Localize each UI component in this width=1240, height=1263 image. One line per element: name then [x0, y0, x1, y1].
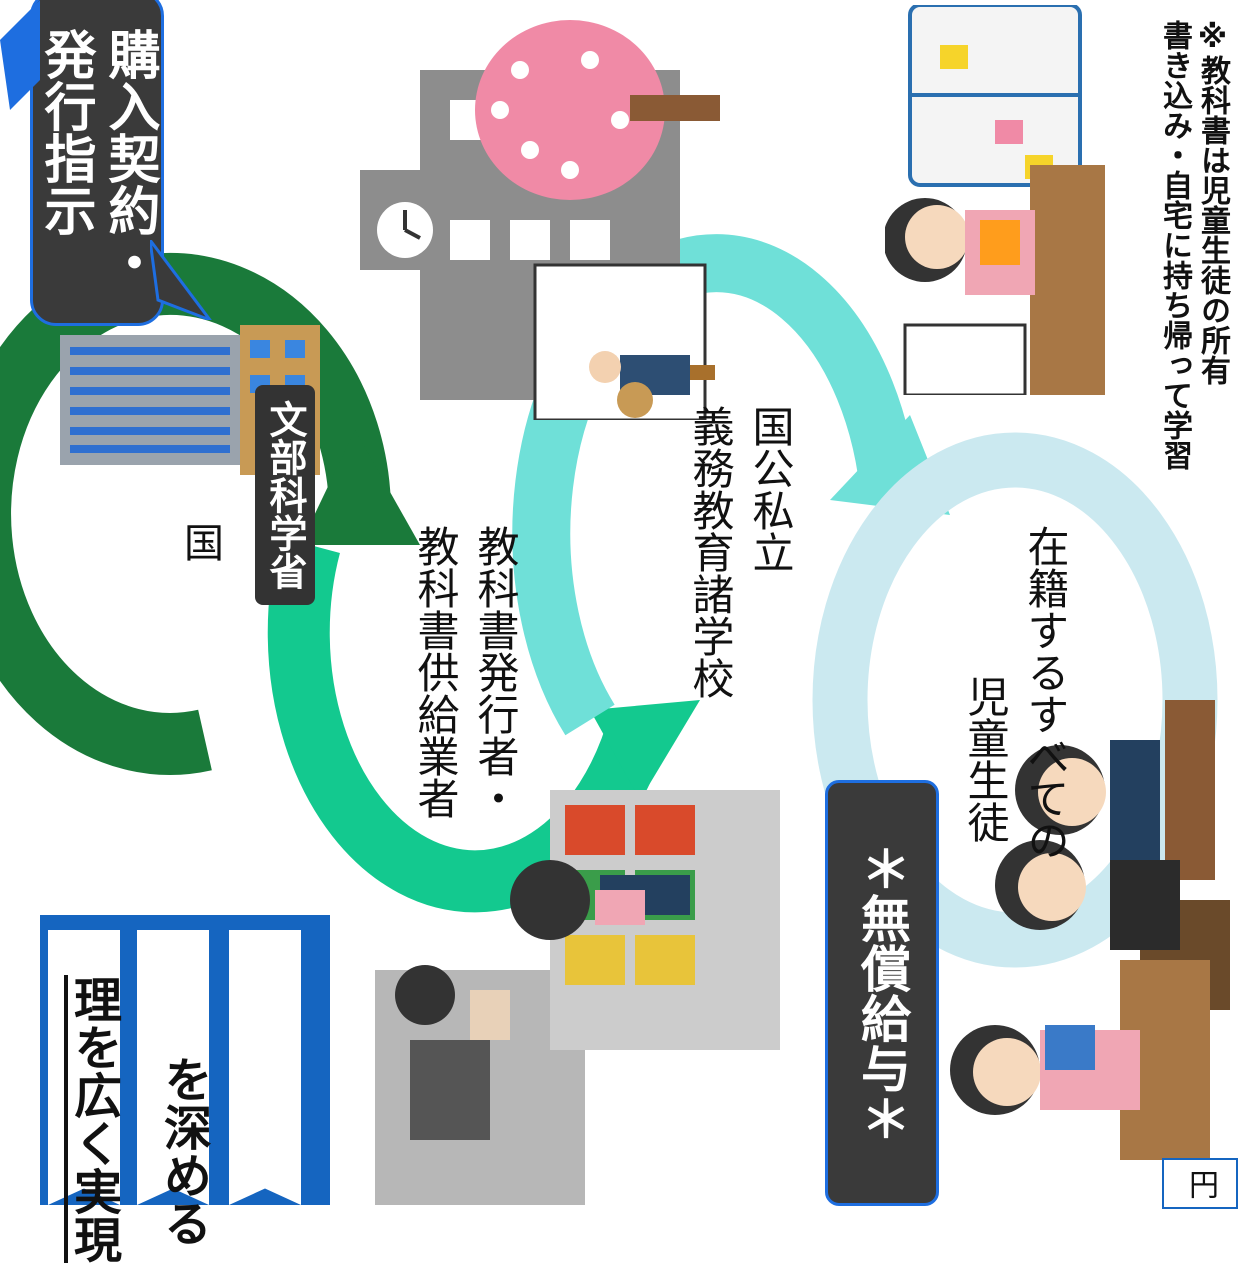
goal-chevron-1: [48, 930, 120, 1205]
ownership-note: ※教科書は児童生徒の所有 書き込み・自宅に持ち帰って学習: [1155, 20, 1231, 470]
bubble-top-accent: [0, 0, 40, 110]
goal-text-1: 理を広く実現: [65, 975, 121, 1263]
printing-and-bookstore-illustration: [375, 790, 780, 1205]
bubble-line-2: 発行指示: [35, 28, 95, 236]
country-arrowhead: [300, 430, 420, 545]
schools-line-1: 国公私立: [746, 405, 795, 573]
publishers-label: 教科書発行者・ 教科書供給業者: [405, 525, 525, 845]
students-at-desks-illustration: [950, 700, 1230, 1160]
bubble-tail: [150, 240, 212, 320]
bubble-line-1: 購入契約・: [99, 28, 159, 288]
ministry-building-illustration: [60, 325, 320, 475]
publishers-line-1: 教科書発行者・: [471, 525, 520, 819]
students-line-2: 児童生徒: [961, 675, 1010, 843]
publisher-arrowhead: [590, 700, 700, 800]
note-line-1: ※教科書は児童生徒の所有: [1195, 20, 1230, 385]
corner-box: 円: [1162, 1158, 1238, 1209]
students-line-1: 在籍するすべての: [1021, 525, 1070, 861]
country-label: 国: [177, 522, 223, 562]
free-distribution-badge: ＊無償給与＊: [825, 780, 939, 1206]
statue-illustration: [589, 351, 715, 418]
schools-label: 国公私立 義務教育諸学校: [680, 405, 800, 705]
goal-chevron-2: [137, 930, 209, 1205]
students-label: 在籍するすべての 児童生徒: [955, 525, 1075, 861]
ministry-label: 文部科学省: [255, 385, 315, 605]
note-line-2: 書き込み・自宅に持ち帰って学習: [1157, 20, 1192, 470]
school-building-illustration: [360, 20, 720, 420]
goal-text-2: を深める: [155, 1055, 211, 1247]
goal-chevron-3: [229, 930, 301, 1205]
student-reading-book-illustration: [885, 5, 1105, 395]
purchase-contract-bubble: 購入契約・ 発行指示: [30, 0, 164, 326]
publishers-line-2: 教科書供給業者: [411, 525, 460, 819]
schools-line-2: 義務教育諸学校: [686, 405, 735, 699]
